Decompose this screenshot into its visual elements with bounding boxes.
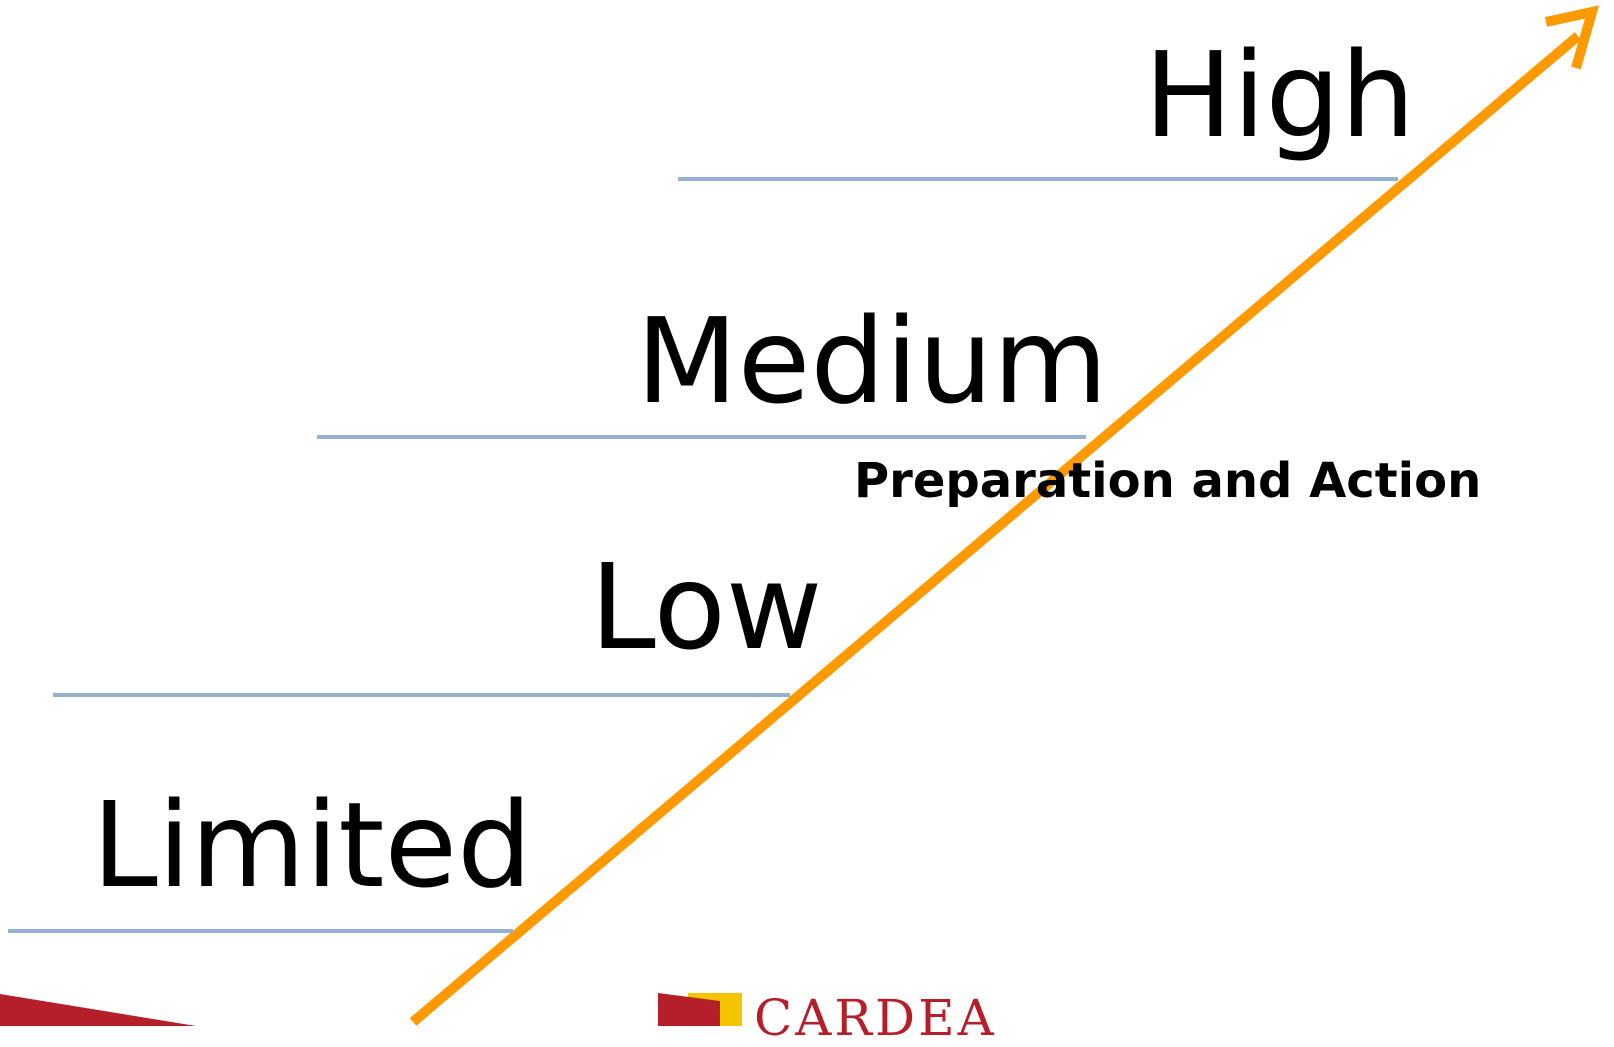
- cardea-logo-mark-icon: [658, 993, 742, 1026]
- step-line-limited: [8, 929, 513, 933]
- trend-arrow-shaft: [409, 32, 1582, 1026]
- preparation-action-label: Preparation and Action: [854, 453, 1482, 509]
- left-logo-fragment: [0, 992, 200, 1026]
- step-line-low: [53, 693, 790, 697]
- level-label-medium: Medium: [636, 292, 1108, 430]
- level-label-high: High: [1144, 26, 1416, 164]
- step-line-high: [678, 177, 1398, 181]
- step-line-medium: [317, 435, 1086, 439]
- arrow-up-right-icon: [1544, 5, 1600, 70]
- level-label-low: Low: [590, 538, 823, 676]
- level-label-limited: Limited: [92, 776, 533, 914]
- red-wedge-icon: [0, 994, 196, 1026]
- cardea-logo-text: CARDEA: [754, 989, 997, 1047]
- cardea-logo: CARDEA: [658, 993, 1018, 1043]
